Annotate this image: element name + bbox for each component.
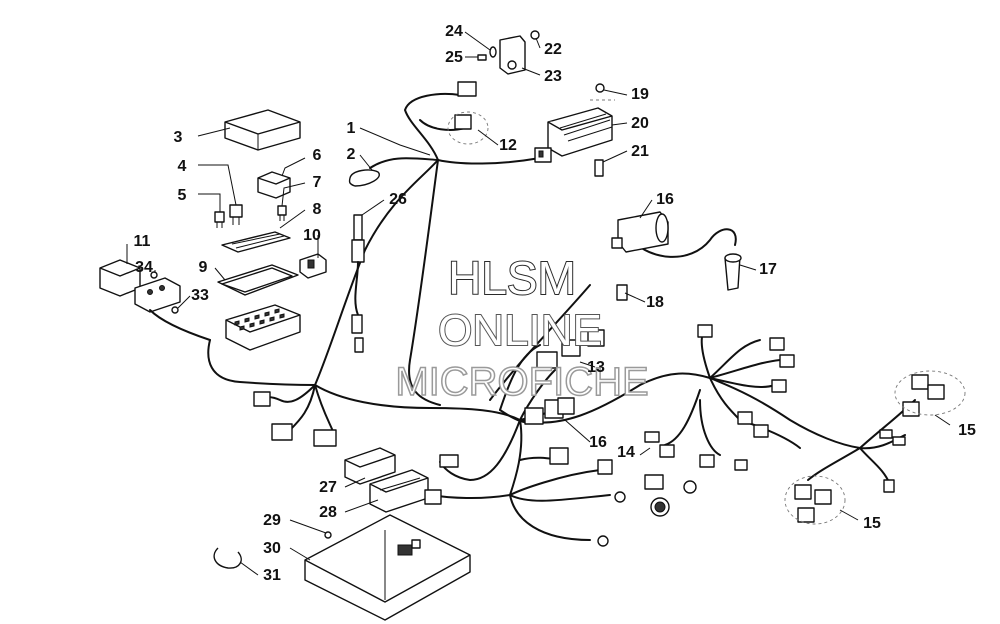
mounting-plate-31 [304,514,471,621]
callout-24: 23 [544,68,562,85]
callout-9: 9 [199,259,208,276]
callout-1: 1 [347,120,356,137]
watermark: HLSM ONLINE MICROFICHE [395,251,650,405]
callout-28: 27 [319,479,337,496]
callout-34: 33 [191,287,209,304]
switch-2 [348,169,380,187]
spark-cap-18 [724,253,742,291]
connector-top [457,81,477,97]
bracket-24 [499,35,526,75]
callout-15-upper: 15 [958,422,976,439]
callout-20: 19 [631,86,649,103]
ring-terminals [597,491,626,547]
connector-reg [534,147,552,163]
bolt-22 [594,159,604,177]
connector-10 [299,253,327,279]
callout-31: 30 [263,540,281,557]
gasket-9 [217,264,299,296]
relay-11 [99,259,141,297]
terminal-block [134,277,211,341]
callout-30: 29 [263,512,281,529]
callout-21: 20 [631,115,649,132]
connector-group-15-upper [879,370,966,446]
regulator-21 [547,107,613,157]
callout-labels: 3 4 5 6 7 8 9 10 11 34 33 1 2 26 12 24 2… [134,23,976,584]
connector-cluster-14 [644,431,748,517]
o2-sensor-27 [351,214,365,353]
callout-15-lower: 15 [863,515,881,532]
callout-11: 11 [134,233,151,250]
callout-27: 26 [389,191,407,208]
callout-17: 16 [656,191,674,208]
fuse-label-8 [221,231,291,253]
callout-26: 25 [445,49,463,66]
fuse-box-base [225,304,301,351]
connector-group-15-lower [784,475,895,525]
fuse-4 [229,204,243,225]
callout-13: 13 [587,359,605,376]
callout-23: 22 [544,41,562,58]
fuse-5 [214,211,225,228]
watermark-line-2: ONLINE [438,306,602,355]
bolt-19 [616,284,628,301]
watermark-line-1: HLSM [448,252,576,304]
callout-4: 4 [178,158,187,175]
nut-23 [530,30,540,40]
bolt-20 [590,83,615,101]
callout-33: 34 [135,259,153,276]
callout-7: 7 [313,174,322,191]
callout-14: 14 [617,444,635,461]
leader-lines [126,31,951,576]
connector-cluster-13 [524,329,605,425]
connector-mid [424,447,613,505]
clip-32 [213,547,242,569]
callout-18: 17 [759,261,777,278]
ecu-28 [344,447,396,485]
washer-25 [489,46,497,58]
callout-8: 8 [313,201,322,218]
screw-30 [324,531,332,539]
connectors-left [253,391,337,447]
callout-29: 28 [319,504,337,521]
connectors-right [697,324,795,438]
callout-19: 18 [646,294,664,311]
bolt-34 [171,306,179,314]
callout-22: 21 [631,143,649,160]
connector-12 [447,111,489,145]
relay-6 [257,171,291,199]
fuse-box-cover-3 [224,109,301,151]
callout-16-label: 16 [589,434,607,451]
callout-3: 3 [174,129,183,146]
callout-2: 2 [347,146,356,163]
nut-33 [150,271,158,279]
callout-32: 31 [263,567,281,584]
callout-10: 10 [303,227,321,244]
callout-5: 5 [178,187,187,204]
callout-12: 12 [499,137,517,154]
callout-6: 6 [313,147,322,164]
watermark-line-3: MICROFICHE [395,360,648,404]
ignition-coil-17 [611,211,669,253]
screw-26 [477,54,487,61]
fuse-7 [277,205,287,221]
callout-25: 24 [445,23,463,40]
